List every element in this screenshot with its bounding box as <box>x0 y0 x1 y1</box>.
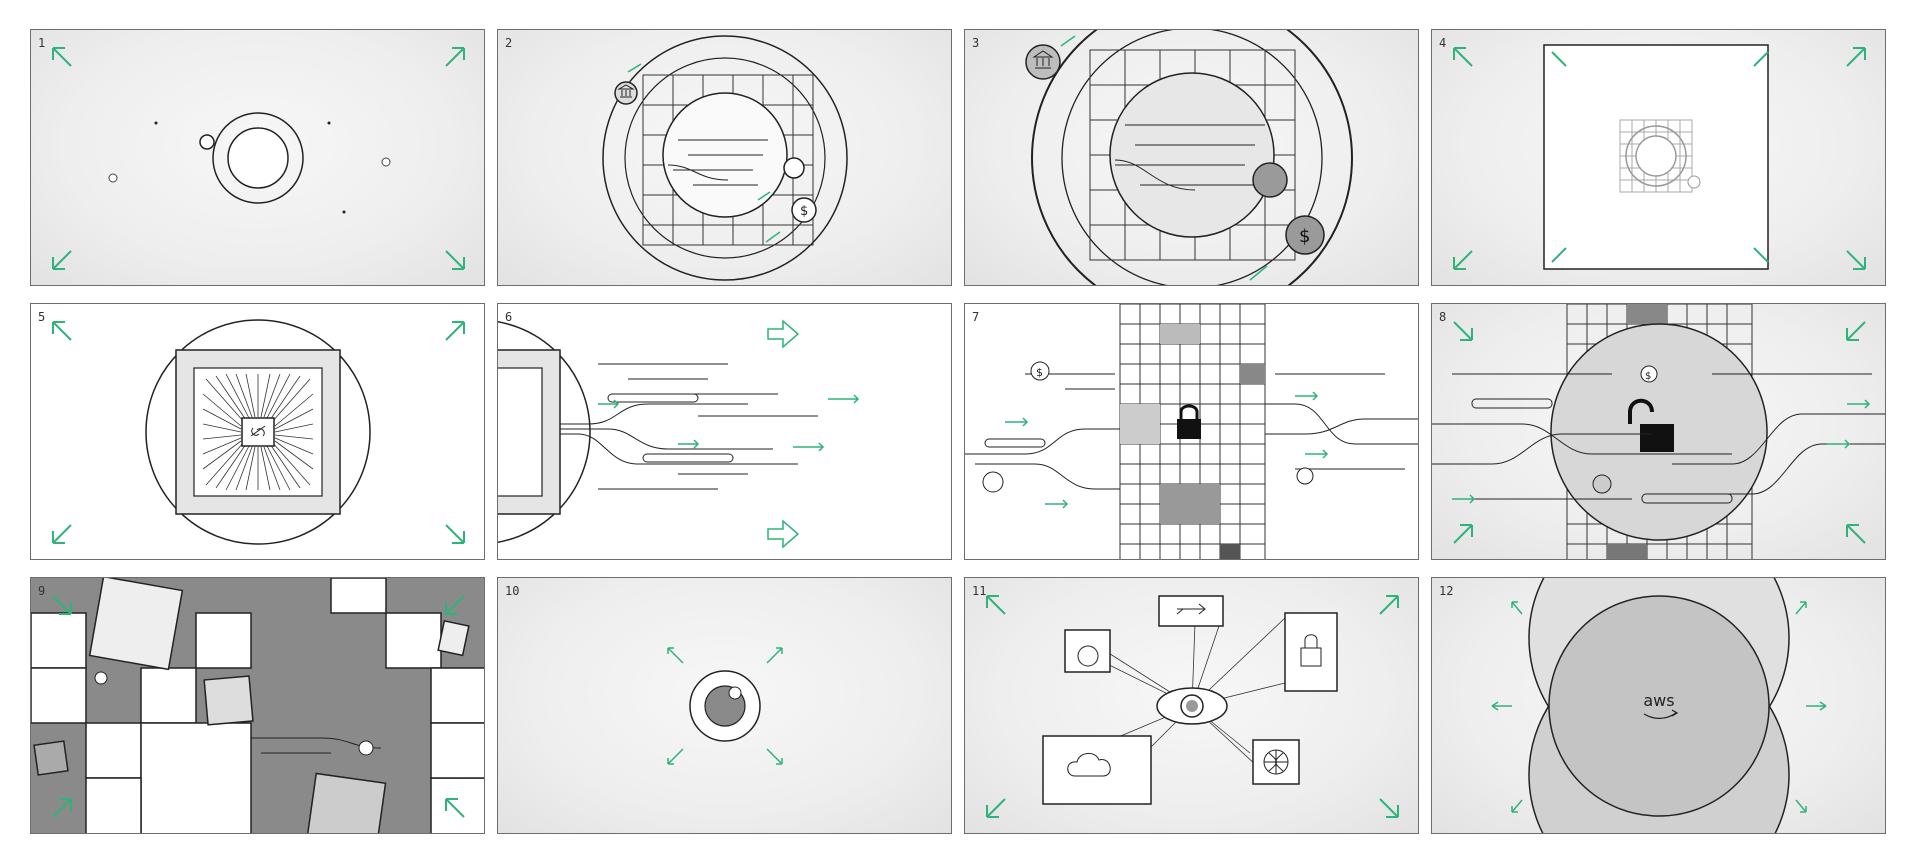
panel-8: 8 $ <box>1431 303 1886 560</box>
transfer-icon <box>1158 595 1224 627</box>
dollar-icon <box>791 197 817 223</box>
collapse-arrows-icon <box>52 595 465 818</box>
shattered-grid-illustration <box>31 578 484 833</box>
frame-zoom-illustration <box>1453 44 1866 270</box>
panel-number: 7 <box>972 310 980 324</box>
panel-7: 7 $ <box>964 303 1419 560</box>
svg-text:$: $ <box>800 204 808 219</box>
lock-icon <box>1177 419 1201 439</box>
data-flow-illustration <box>498 319 860 549</box>
svg-text:$: $ <box>1645 371 1651 382</box>
collapse-arrows-icon <box>1453 321 1866 544</box>
link-icon <box>250 425 266 437</box>
dollar-icon <box>1285 215 1325 255</box>
expand-arrows-icon <box>52 321 465 544</box>
orbit-illustration <box>52 47 465 270</box>
aws-logo: aws <box>1643 691 1674 710</box>
panel-number: 5 <box>38 310 46 324</box>
panel-number: 2 <box>505 36 513 50</box>
unlocked-sphere-illustration: $ <box>1432 304 1885 559</box>
panel-number: 1 <box>38 36 46 50</box>
panel-1: 1 <box>30 29 485 286</box>
panel-4: 4 <box>1431 29 1886 286</box>
panel-number: 6 <box>505 310 513 324</box>
panel-12: 12 aws <box>1431 577 1886 834</box>
expand-arrows-icon <box>1453 47 1866 270</box>
panel-11: 11 <box>964 577 1419 834</box>
cloud-icon <box>1252 162 1288 198</box>
panel-number: 10 <box>505 584 520 598</box>
panel-10: 10 <box>497 577 952 834</box>
cloud-icon <box>1042 735 1152 805</box>
panel-number: 12 <box>1439 584 1454 598</box>
globe-icon <box>1252 739 1300 785</box>
panel-3: 3 $ <box>964 29 1419 286</box>
network-sphere-illustration: $ <box>602 35 848 281</box>
unlock-icon <box>1640 424 1674 452</box>
panel-6: 6 <box>497 303 952 560</box>
aws-smile-icon <box>1643 709 1679 720</box>
aws-logo-illustration: aws <box>1491 578 1827 833</box>
expand-arrows-icon <box>986 595 1399 818</box>
panel-number: 11 <box>972 584 987 598</box>
panel-2: 2 $ <box>497 29 952 286</box>
panel-number: 8 <box>1439 310 1447 324</box>
security-monitoring-illustration <box>986 595 1399 818</box>
eye-iris-illustration <box>667 647 783 765</box>
svg-text:$: $ <box>1299 226 1310 247</box>
cloud-icon <box>783 157 805 179</box>
expand-arrows-icon <box>52 47 465 270</box>
chip-illustration <box>52 319 465 545</box>
panel-5: 5 <box>30 303 485 560</box>
svg-text:$: $ <box>1036 366 1043 379</box>
panel-9: 9 <box>30 577 485 834</box>
panel-number: 4 <box>1439 36 1447 50</box>
secure-grid-illustration: $ <box>965 304 1418 559</box>
panel-number: 9 <box>38 584 46 598</box>
panel-number: 3 <box>972 36 980 50</box>
network-sphere-zoom-illustration: $ <box>1025 30 1353 285</box>
